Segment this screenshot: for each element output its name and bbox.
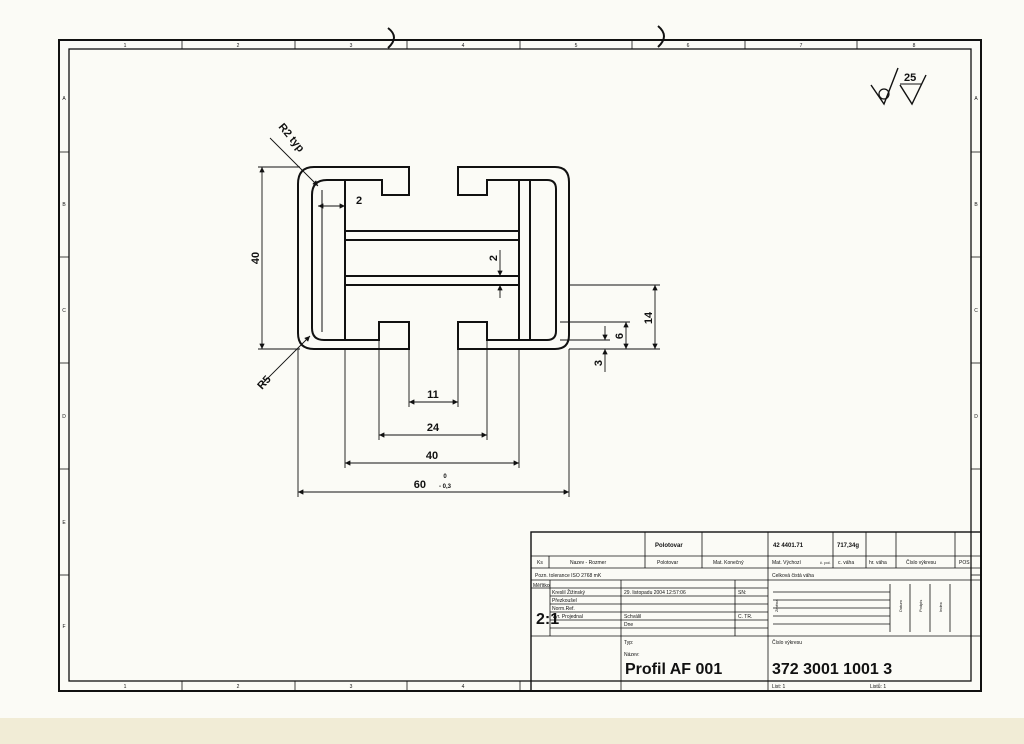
zone-letter: F bbox=[62, 624, 65, 630]
part-mass: 717,34g bbox=[837, 543, 859, 549]
zone-letter: E bbox=[62, 520, 66, 526]
zone-number: 4 bbox=[462, 684, 465, 690]
header-mat-konecny: Mat. Konečný bbox=[713, 560, 744, 566]
drawing-number: 372 3001 1001 3 bbox=[772, 661, 892, 678]
scale-value: 2:1 bbox=[536, 611, 559, 628]
drawing-date: 29. listopadu 2004 12:57:06 bbox=[624, 590, 686, 596]
header-pos: POS bbox=[959, 560, 970, 566]
dim-60: 60 bbox=[414, 479, 426, 491]
zone-letter: C bbox=[62, 308, 66, 314]
sheet-number: List: 1 bbox=[772, 684, 786, 690]
header-cislo-vykresu: Číslo výkresu bbox=[906, 559, 936, 566]
dim-24: 24 bbox=[427, 422, 440, 434]
header-mat-vychozi: Mat. Výchozí bbox=[772, 560, 802, 566]
zone-letter: B bbox=[62, 202, 66, 208]
zone-letter: B bbox=[974, 202, 978, 208]
approved-label: Schválil bbox=[624, 614, 641, 620]
zone-letter: C bbox=[974, 308, 978, 314]
dim-11: 11 bbox=[427, 389, 439, 401]
zone-number: 4 bbox=[462, 43, 465, 49]
net-weight-label: Celková čistá váha bbox=[772, 573, 814, 579]
title-block: Polotovar 42 4401.71 717,34g Ks Nazev - … bbox=[530, 531, 982, 692]
material-number: 42 4401.71 bbox=[773, 543, 804, 549]
surface-roughness-value: 25 bbox=[904, 72, 916, 84]
zone-number: 6 bbox=[687, 43, 690, 49]
header-polotovar: Polotovar bbox=[657, 560, 678, 566]
type-label: Typ: bbox=[624, 640, 633, 646]
dim-14: 14 bbox=[643, 311, 655, 324]
role-norm-ref: Norm.Ref. bbox=[552, 606, 575, 612]
ctr-label: C. TR. bbox=[738, 614, 752, 620]
header-cisla-pol: č. pol. bbox=[820, 560, 831, 565]
date-label: Dne bbox=[624, 622, 633, 628]
change-label: Změna bbox=[774, 599, 779, 612]
role-drawn-by: Kreslil Žižinský bbox=[552, 588, 586, 596]
dim-radius-top: R2 typ bbox=[276, 121, 307, 155]
zone-number: 7 bbox=[800, 43, 803, 49]
dimension-lines bbox=[258, 137, 660, 497]
dim-height: 40 bbox=[250, 252, 262, 264]
profile-outline bbox=[297, 166, 570, 350]
scale-label: Měřítko bbox=[533, 583, 550, 589]
sheet-count: Listů: 1 bbox=[870, 683, 886, 690]
zone-letter: D bbox=[974, 414, 978, 420]
zone-number: 3 bbox=[350, 684, 353, 690]
header-hr-vaha: hr. váha bbox=[869, 560, 887, 566]
tolerance-note: Pozn. tolerance ISO 2768 mK bbox=[535, 573, 602, 579]
tolerance-lower: - 0,3 bbox=[439, 484, 452, 490]
drawing-number-label: Číslo výkresu bbox=[772, 639, 802, 646]
polotovar-value: Polotovar bbox=[655, 543, 683, 549]
signature-label: Podpis bbox=[918, 600, 923, 612]
border-zone-labels: 1 2 3 4 5 6 7 8 1 2 3 4 A B C D E F A B … bbox=[62, 43, 978, 690]
zone-number: 2 bbox=[237, 43, 240, 49]
dim-6: 6 bbox=[614, 333, 626, 339]
header-nazev: Nazev - Rozmer bbox=[570, 560, 606, 566]
role-approved-production: Vyr. Projednal bbox=[552, 614, 583, 620]
dimension-labels: 40 R2 typ R5 2 2 14 6 3 11 24 40 60 0 - … bbox=[250, 121, 655, 491]
part-name: Profil AF 001 bbox=[625, 661, 722, 678]
zone-number: 5 bbox=[575, 43, 578, 49]
header-c-vaha: c. váha bbox=[838, 560, 854, 566]
dim-3: 3 bbox=[593, 360, 605, 366]
zone-number: 1 bbox=[124, 43, 127, 49]
drawing-frame bbox=[58, 39, 982, 692]
dim-rail: 2 bbox=[488, 255, 500, 261]
dim-wall: 2 bbox=[356, 195, 362, 207]
sn-label: SN: bbox=[738, 590, 746, 596]
paper-edge bbox=[0, 718, 1024, 744]
zone-number: 3 bbox=[350, 43, 353, 49]
index-label: Index bbox=[938, 602, 943, 612]
fold-marks bbox=[387, 25, 665, 49]
zone-number: 8 bbox=[913, 43, 916, 49]
role-checked: Přezkoušel bbox=[552, 598, 577, 604]
zone-number: 1 bbox=[124, 684, 127, 690]
name-label: Název: bbox=[624, 652, 640, 658]
dim-40: 40 bbox=[426, 450, 438, 462]
dim-radius-bottom: R5 bbox=[255, 374, 273, 392]
zone-letter: D bbox=[62, 414, 66, 420]
zone-letter: A bbox=[62, 96, 66, 102]
datum-label: Datum bbox=[898, 600, 903, 612]
zone-number: 2 bbox=[237, 684, 240, 690]
tolerance-upper: 0 bbox=[443, 474, 447, 480]
header-ks: Ks bbox=[537, 560, 543, 566]
surface-finish-symbol: 25 bbox=[870, 67, 927, 106]
zone-letter: A bbox=[974, 96, 978, 102]
